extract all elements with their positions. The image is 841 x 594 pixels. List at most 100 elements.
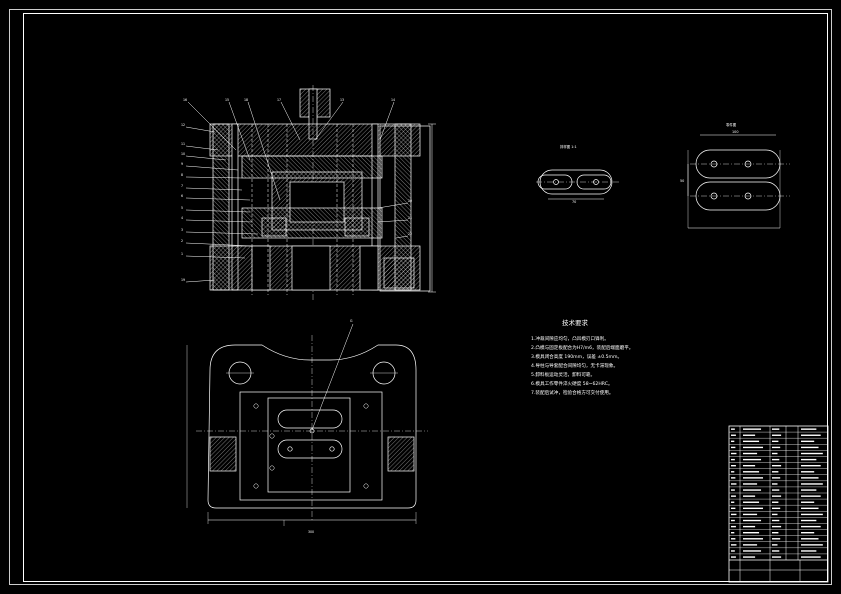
parts-cell-text-mark [801,489,817,491]
parts-cell-text-mark [743,465,756,467]
part-width-dim: 100 [732,130,738,134]
parts-cell-text-mark [743,495,756,497]
callout-18: 18 [244,98,248,102]
parts-cell-text-mark [772,489,780,491]
callout-20: 20 [408,199,412,203]
parts-cell-text-mark [743,434,756,436]
parts-cell-text-mark [772,550,780,552]
parts-cell-text-mark [743,507,764,510]
parts-cell-text-mark [731,471,735,473]
parts-cell-text-mark [801,465,821,467]
strip-layout-title: 排样图 1:1 [560,144,577,149]
parts-cell-text-mark [772,507,781,510]
parts-cell-text-mark [743,471,760,473]
parts-cell-text-mark [772,440,779,443]
callout-5: 5 [181,206,183,210]
parts-cell-text-mark [772,452,778,455]
parts-cell-text-mark [743,483,758,485]
tech-req-title: 技术要求 [562,318,589,327]
parts-cell-text-mark [772,483,778,485]
callout-22: 22 [408,232,412,236]
parts-cell-text-mark [743,501,760,503]
parts-cell-text-mark [743,452,758,455]
parts-cell-text-mark [743,428,762,430]
parts-cell-text-mark [801,507,819,510]
tech-req-item-1: 1.冲裁间隙应均匀，凸凹模刃口锋利。 [531,335,609,342]
parts-cell-text-mark [743,440,760,443]
parts-cell-text-mark [772,446,781,449]
part-height-dim: 50 [680,179,684,183]
parts-cell-text-mark [731,483,737,485]
parts-cell-text-mark [772,501,779,503]
parts-cell-text-mark [731,458,735,461]
parts-cell-text-mark [801,550,817,552]
parts-cell-text-mark [801,428,817,430]
parts-cell-text-mark [743,538,764,540]
parts-cell-text-mark [801,525,821,528]
die-plan-view [186,323,428,526]
parts-cell-text-mark [801,495,821,497]
parts-cell-text-mark [801,446,819,449]
parts-cell-text-mark [772,458,780,461]
parts-list-rows [729,428,828,558]
callout-9: 9 [181,162,183,166]
parts-list-table [728,425,829,583]
parts-cell-text-mark [772,477,781,479]
die-section-view [209,85,436,300]
parts-cell-text-mark [801,532,815,534]
parts-cell-text-mark [731,495,736,497]
parts-cell-text-mark [743,477,764,479]
section-callouts: 16 15 18 17 13 14 12 11 10 9 8 7 6 5 4 3… [181,98,412,282]
callout-17: 17 [277,98,281,102]
technical-requirements: 技术要求 1.冲裁间隙应均匀，凸凹模刃口锋利。 2.凸模与固定板配合为H7/m6… [531,318,633,396]
parts-cell-text-mark [801,513,823,516]
parts-cell-text-mark [772,465,782,467]
parts-cell-text-mark [731,501,735,503]
section-leaders [185,101,409,283]
sheet-border [9,9,832,585]
callout-2: 2 [181,239,183,243]
parts-cell-text-mark [743,544,758,546]
parts-cell-text-mark [731,544,737,546]
parts-cell-text-mark [731,513,737,516]
parts-cell-text-mark [731,477,736,479]
callout-3: 3 [181,228,183,232]
parts-cell-text-mark [743,513,758,516]
parts-cell-text-mark [731,465,736,467]
parts-cell-text-mark [801,471,815,473]
parts-cell-text-mark [731,550,735,552]
strip-width-dim: 70 [572,200,576,204]
tech-req-item-3: 3.模具闭合高度 190mm，误差 ±0.5mm。 [531,353,622,360]
parts-cell-text-mark [743,446,764,449]
plan-dim-300: 300 [308,530,314,534]
parts-cell-text-mark [731,507,736,510]
parts-cell-text-mark [801,556,821,558]
parts-cell-text-mark [731,519,735,522]
callout-13: 13 [340,98,344,102]
callout-21: 21 [408,216,412,220]
callout-7: 7 [181,184,183,188]
parts-cell-text-mark [731,538,736,540]
callout-12: 12 [181,123,185,127]
parts-cell-text-mark [731,532,735,534]
parts-cell-text-mark [772,495,782,497]
callout-1: 1 [181,252,183,256]
parts-cell-text-mark [772,519,780,522]
parts-cell-text-mark [772,471,779,473]
parts-cell-text-mark [731,489,735,491]
tech-req-item-2: 2.凸模与固定板配合为H7/m6，装配后端面磨平。 [531,344,633,351]
parts-cell-text-mark [743,525,756,528]
part-view-title: 零件图 [726,122,737,127]
parts-cell-text-mark [731,525,736,528]
parts-cell-text-mark [801,452,823,455]
callout-6: 6 [181,194,183,198]
parts-cell-text-mark [731,434,736,436]
parts-cell-text-mark [731,428,735,430]
callout-10: 10 [181,152,185,156]
parts-cell-text-mark [743,489,762,491]
parts-cell-text-mark [801,519,817,522]
parts-cell-text-mark [743,550,762,552]
parts-cell-text-mark [772,434,782,436]
callout-8: 8 [181,173,183,177]
parts-cell-text-mark [731,452,737,455]
